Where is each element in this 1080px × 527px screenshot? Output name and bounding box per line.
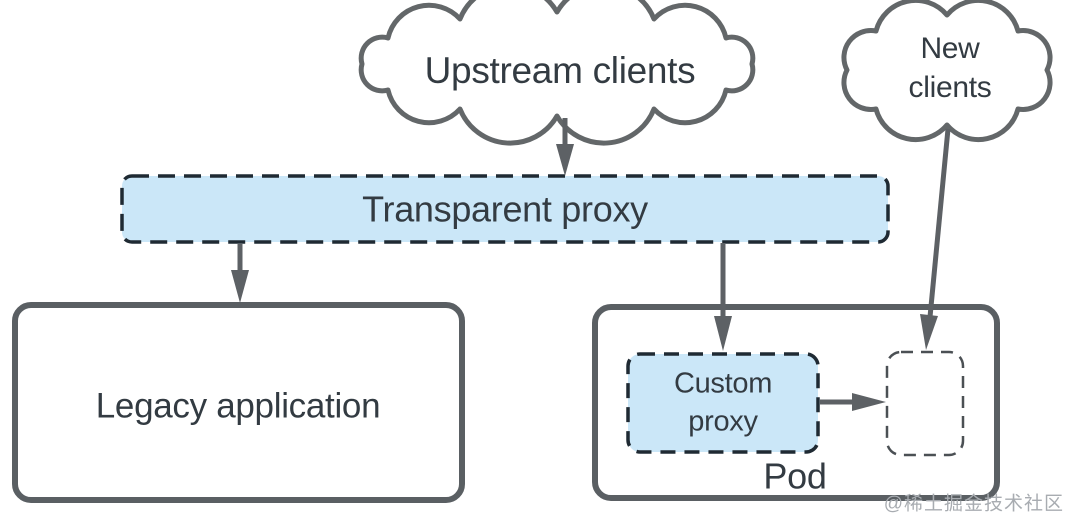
pod-label: Pod (763, 455, 827, 497)
watermark-text: @稀土掘金技术社区 (883, 493, 1064, 515)
arrow-transparent-proxy-to-custom-proxy (714, 243, 732, 351)
transparent-proxy-box (120, 174, 890, 244)
transparent-proxy-label: Transparent proxy (362, 188, 648, 230)
upstream-clients-label: Upstream clients (424, 49, 696, 91)
upstream-clients-cloud (358, 0, 756, 146)
arrow-transparent-proxy-to-legacy (231, 244, 249, 303)
arrow-new-clients-to-placeholder (920, 128, 951, 350)
new-clients-cloud (841, 0, 1053, 143)
arrow-upstream-to-transparent-proxy (556, 118, 574, 176)
new-container-placeholder-box (885, 350, 965, 457)
legacy-application-box (12, 302, 465, 503)
arrow-custom-proxy-to-placeholder (820, 393, 886, 411)
new-clients-label: New clients (908, 32, 992, 104)
legacy-application-label: Legacy application (95, 386, 381, 426)
custom-proxy-box (626, 352, 820, 454)
custom-proxy-label: Custom proxy (673, 367, 773, 437)
